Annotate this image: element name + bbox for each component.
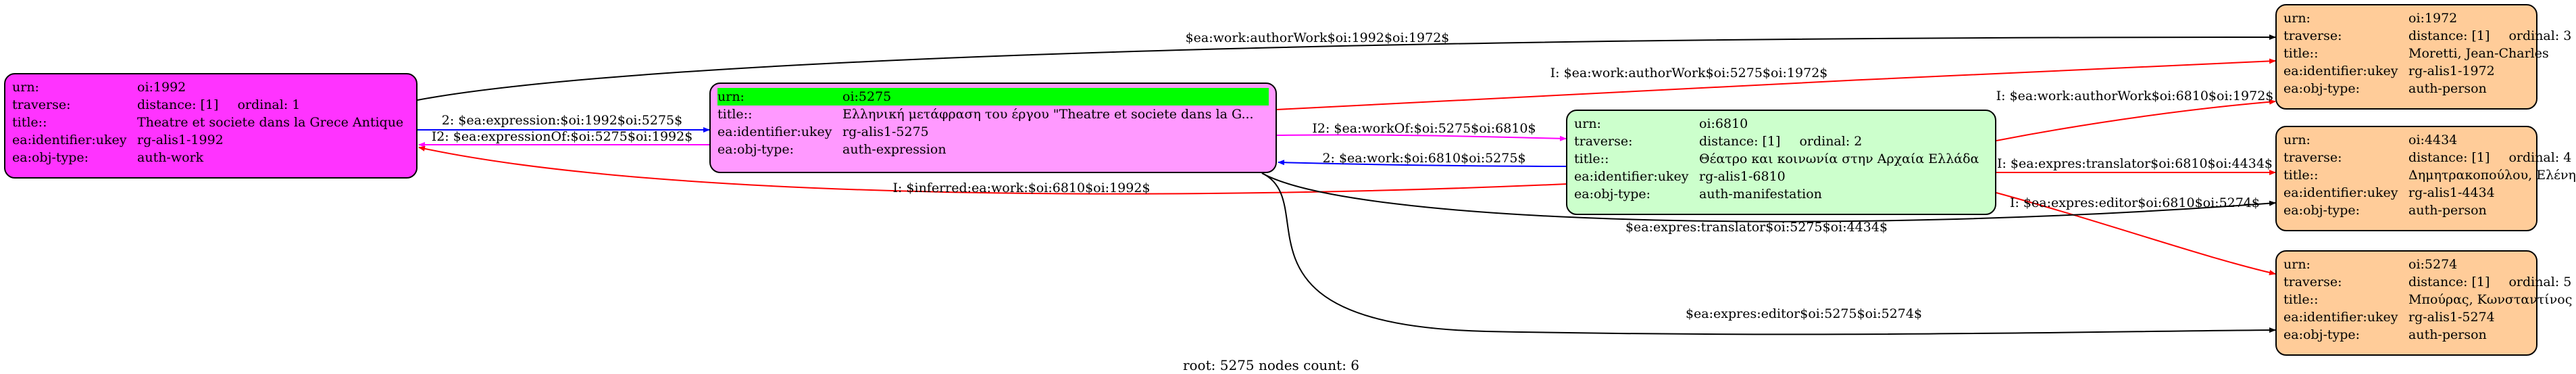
objtype-value: auth-expression <box>842 142 946 157</box>
urn-key: urn: <box>2283 133 2310 147</box>
edge-inferred-work-6810-1992 <box>418 145 1568 195</box>
edge-label: I: $ea:work:authorWork$oi:5275$oi:1972$ <box>1550 66 1828 80</box>
edge-label: I: $ea:expres:translator$oi:6810$oi:4434… <box>1997 156 2273 171</box>
traverse-ordinal: ordinal: 5 <box>2508 275 2572 289</box>
objtype-value: auth-person <box>2408 203 2487 218</box>
traverse-distance: distance: [1] <box>137 97 219 112</box>
title-value: Ελληνική μετάφραση του έργου "Theatre et… <box>842 107 1254 122</box>
node-oi-5274[interactable]: urn: oi:5274 traverse: distance: [1] ordina… <box>2275 250 2572 356</box>
title-key: title:: <box>12 115 47 130</box>
edge-label: I: $ea:work:authorWork$oi:6810$oi:1972$ <box>1996 89 2274 103</box>
urn-row-highlight: urn: oi:5275 <box>717 88 1269 106</box>
traverse-ordinal: ordinal: 2 <box>1799 134 1863 149</box>
urn-key: urn: <box>1574 116 1601 131</box>
edge-label: $ea:work:authorWork$oi:1992$oi:1972$ <box>1186 30 1450 45</box>
footer-caption: root: 5275 nodes count: 6 <box>1182 357 1360 373</box>
ukey-value: rg-alis1-4434 <box>2408 185 2495 200</box>
urn-key: urn: <box>2283 257 2310 272</box>
urn-key: urn: <box>2283 11 2310 26</box>
title-value: Moretti, Jean-Charles <box>2408 46 2549 61</box>
traverse-key: traverse: <box>12 97 71 112</box>
traverse-distance: distance: [1] <box>2408 28 2490 43</box>
ukey-key: ea:identifier:ukey <box>2283 185 2398 200</box>
ukey-key: ea:identifier:ukey <box>2283 310 2398 325</box>
edge-workof-5275-6810 <box>1276 134 1567 141</box>
traverse-distance: distance: [1] <box>1699 134 1781 149</box>
node-oi-1992[interactable]: urn: oi:1992 traverse: distance: [1] ordina… <box>4 73 418 179</box>
ukey-value: rg-alis1-6810 <box>1699 169 1786 184</box>
traverse-ordinal: ordinal: 1 <box>237 97 301 112</box>
title-key: title:: <box>717 107 753 122</box>
urn-value: oi:6810 <box>1699 116 1748 131</box>
edge-label: 2: $ea:work:$oi:6810$oi:5275$ <box>1322 151 1525 166</box>
ukey-key: ea:identifier:ukey <box>2283 64 2398 78</box>
objtype-key: ea:obj-type: <box>2283 81 2360 96</box>
objtype-key: ea:obj-type: <box>2283 327 2360 342</box>
urn-key: urn: <box>12 80 39 95</box>
edge-authorwork-6810-1972 <box>1996 99 2276 141</box>
traverse-ordinal: ordinal: 3 <box>2508 28 2572 43</box>
edge-label: I: $inferred:ea:work:$oi:6810$oi:1992$ <box>892 181 1150 195</box>
node-oi-5275[interactable]: urn: oi:5275 title::Ελληνική μετάφραση το… <box>709 83 1277 173</box>
edge-label: I2: $ea:workOf:$oi:5275$oi:6810$ <box>1312 121 1536 136</box>
traverse-key: traverse: <box>2283 275 2342 289</box>
urn-value: oi:5274 <box>2408 257 2458 272</box>
edge-label: I2: $ea:expressionOf:$oi:5275$oi:1992$ <box>432 129 693 144</box>
edge-authorwork-1992-1972 <box>417 34 2276 101</box>
urn-key: urn: <box>717 89 744 104</box>
node-oi-4434[interactable]: urn: oi:4434 traverse: distance: [1] ordina… <box>2275 126 2576 231</box>
urn-value: oi:5275 <box>842 89 892 104</box>
ukey-key: ea:identifier:ukey <box>717 124 832 139</box>
edge-label: 2: $ea:expression:$oi:1992$oi:5275$ <box>442 113 683 128</box>
traverse-distance: distance: [1] <box>2408 275 2490 289</box>
ukey-value: rg-alis1-5274 <box>2408 310 2495 325</box>
edge-label: $ea:expres:editor$oi:5275$oi:5274$ <box>1686 306 1922 321</box>
ukey-value: rg-alis1-1992 <box>137 133 224 147</box>
objtype-key: ea:obj-type: <box>1574 187 1651 202</box>
title-value: Μπούρας, Κωνσταντίνος <box>2408 292 2573 307</box>
edge-editor-6810-5274 <box>1996 192 2276 275</box>
edge-translator-5275-4434 <box>1261 172 2276 223</box>
traverse-key: traverse: <box>1574 134 1633 149</box>
title-key: title:: <box>1574 151 1609 166</box>
ukey-key: ea:identifier:ukey <box>1574 169 1689 184</box>
title-key: title:: <box>2283 292 2319 307</box>
objtype-value: auth-person <box>2408 81 2487 96</box>
node-oi-1972[interactable]: urn: oi:1972 traverse: distance: [1] ordina… <box>2275 4 2571 110</box>
edge-label: I: $ea:expres:editor$oi:6810$oi:5274$ <box>2010 195 2260 210</box>
traverse-key: traverse: <box>2283 28 2342 43</box>
title-key: title:: <box>2283 46 2319 61</box>
title-value: Δημητρακοπούλου, Ελένη <box>2408 168 2576 183</box>
ukey-value: rg-alis1-1972 <box>2408 64 2495 78</box>
title-key: title:: <box>2283 168 2319 183</box>
edge-label: $ea:expres:translator$oi:5275$oi:4434$ <box>1625 220 1888 235</box>
traverse-distance: distance: [1] <box>2408 150 2490 165</box>
edge-authorwork-5275-1972 <box>1276 58 2276 110</box>
title-value: Theatre et societe dans la Grece Antique <box>137 115 404 130</box>
objtype-key: ea:obj-type: <box>717 142 794 157</box>
traverse-key: traverse: <box>2283 150 2342 165</box>
objtype-key: ea:obj-type: <box>2283 203 2360 218</box>
node-oi-6810[interactable]: urn: oi:6810 traverse: distance: [1] ordina… <box>1566 110 1996 215</box>
traverse-ordinal: ordinal: 4 <box>2508 150 2572 165</box>
objtype-key: ea:obj-type: <box>12 150 89 165</box>
ukey-value: rg-alis1-5275 <box>842 124 929 139</box>
objtype-value: auth-manifestation <box>1699 187 1822 202</box>
urn-value: oi:1972 <box>2408 11 2458 26</box>
edge-editor-5275-5274 <box>1261 172 2276 335</box>
urn-value: oi:4434 <box>2408 133 2458 147</box>
objtype-value: auth-person <box>2408 327 2487 342</box>
ukey-key: ea:identifier:ukey <box>12 133 127 147</box>
title-value: Θέατρο και κοινωνία στην Αρχαία Ελλάδα <box>1699 151 1979 166</box>
urn-value: oi:1992 <box>137 80 186 95</box>
objtype-value: auth-work <box>137 150 204 165</box>
edge-work-6810-5275 <box>1278 160 1568 167</box>
